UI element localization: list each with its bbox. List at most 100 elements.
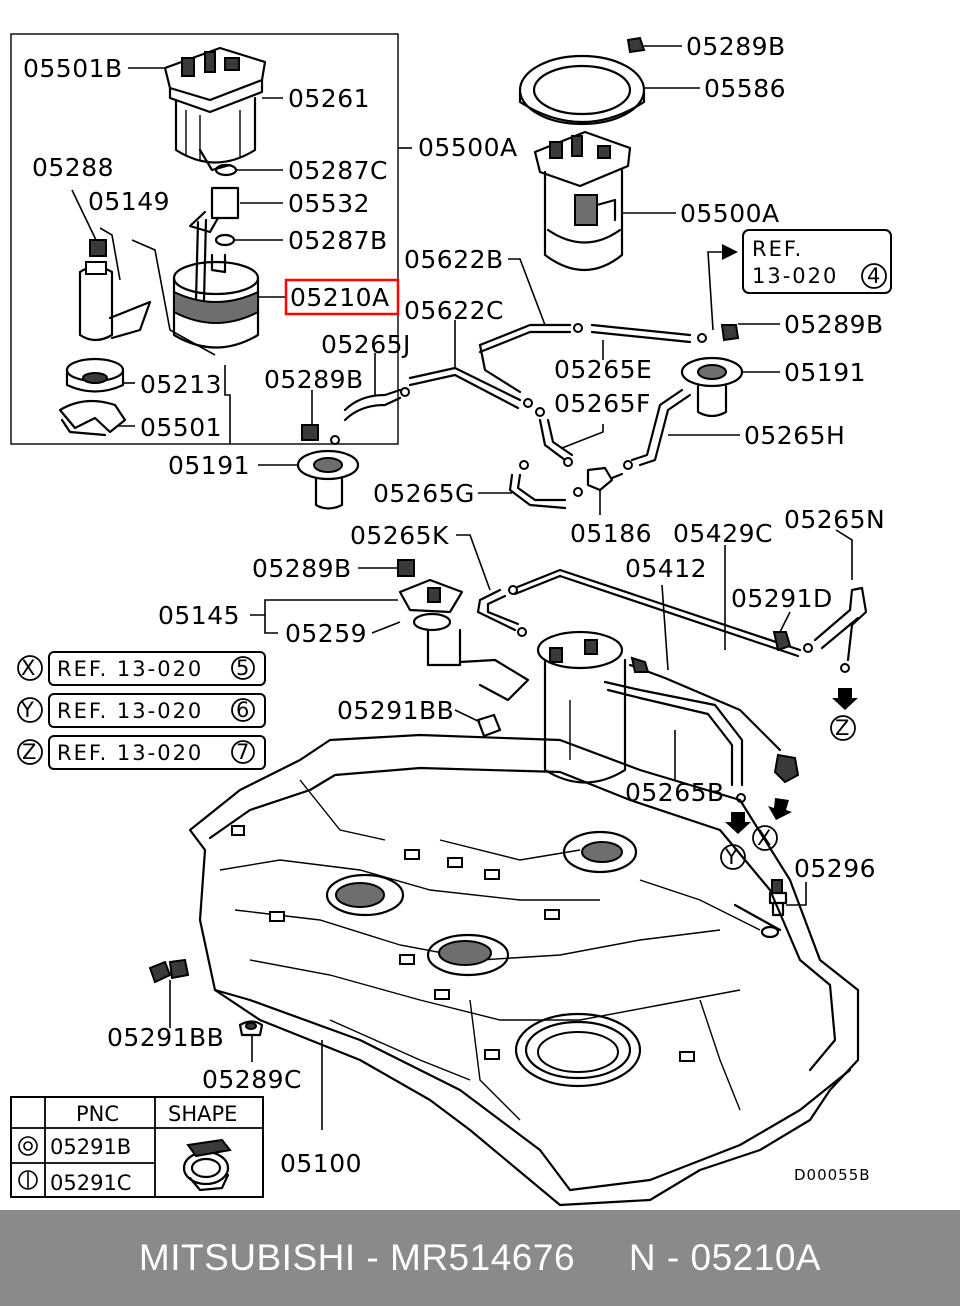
drawing-code: D00055B: [794, 1166, 871, 1184]
hose-05265j: [343, 387, 410, 422]
label-05287c: 05287C: [288, 156, 388, 185]
pnc-shape-table: PNC SHAPE 05291B 05291C: [10, 1096, 264, 1198]
label-05259: 05259: [285, 619, 367, 648]
bolt-05289b-lower: [397, 559, 415, 577]
label-05191-left: 05191: [168, 451, 250, 480]
label-05191-right: 05191: [784, 358, 866, 387]
table-pnc-05291c: 05291C: [50, 1171, 131, 1195]
table-pnc-05291b: 05291B: [50, 1135, 131, 1159]
ref-4-arrow: [707, 251, 722, 331]
sender-05145: [398, 578, 530, 702]
table-header-pnc: PNC: [76, 1102, 119, 1126]
ref-z-number: 7: [236, 740, 251, 764]
label-05288: 05288: [32, 153, 114, 182]
label-05287b: 05287B: [288, 226, 388, 255]
ref-x-text: REF. 13-020: [57, 657, 203, 681]
label-05501b: 05501B: [23, 54, 123, 83]
label-05186: 05186: [570, 519, 652, 548]
label-05412: 05412: [625, 554, 707, 583]
label-05149: 05149: [88, 187, 170, 216]
svg-text:Y: Y: [724, 845, 740, 869]
ref-x-letter: X: [21, 656, 37, 680]
label-05289b-4: 05289B: [252, 554, 352, 583]
label-05265j: 05265J: [321, 330, 411, 359]
vent-pipe-05429c: [508, 568, 802, 658]
pump-kit-box: [10, 33, 399, 445]
bolt-05289b-left: [301, 424, 319, 441]
highlight-05210a: [284, 278, 400, 316]
label-05291d: 05291D: [731, 584, 833, 613]
label-05586: 05586: [704, 74, 786, 103]
label-05291bb-2: 05291BB: [107, 1023, 224, 1052]
ref-4-line2: 13-020: [752, 264, 838, 288]
retainer-ring-05586: [518, 54, 646, 126]
label-05622b: 05622B: [404, 245, 504, 274]
label-05289b-1: 05289B: [686, 32, 786, 61]
hose-05265f: [523, 398, 574, 462]
label-05265n: 05265N: [784, 505, 885, 534]
footer-part-caption: MITSUBISHI - MR514676 N - 05210A: [138, 1237, 822, 1278]
bolt-05289b-top: [626, 36, 646, 54]
label-05213: 05213: [140, 370, 222, 399]
hose-05265b: [603, 656, 782, 803]
marker-z: Z: [830, 688, 858, 741]
valve-05186: [563, 457, 624, 492]
label-05500a-assy: 05500A: [680, 199, 780, 228]
ref-y: Y REF. 13-020 6: [17, 693, 266, 728]
pump-assembly-05500a: [533, 130, 632, 272]
fuel-pump-module-lower: [536, 630, 627, 784]
marker-x: X: [752, 798, 792, 851]
ref-box-4: REF. 13-020 4: [742, 229, 892, 294]
ref-x: X REF. 13-020 5: [17, 651, 266, 686]
bolt-05296: [768, 879, 788, 917]
pump-holder-05213: [65, 357, 125, 393]
bolt-05289b-right: [720, 324, 740, 342]
ref-4-line1: REF.: [752, 237, 803, 261]
label-05100: 05100: [280, 1149, 362, 1178]
connector-to-x: [773, 753, 800, 784]
label-05145: 05145: [158, 601, 240, 630]
label-05265g: 05265G: [373, 479, 475, 508]
clip-05291bb-lower: [148, 958, 190, 984]
sender-unit-05191-left: [296, 435, 360, 510]
label-05429c: 05429C: [673, 519, 773, 548]
ref-y-text: REF. 13-020: [57, 699, 203, 723]
hose-05265k: [476, 588, 527, 637]
clamp-shape-icon: [182, 1138, 232, 1192]
label-05261: 05261: [288, 84, 370, 113]
label-05265h: 05265H: [744, 421, 845, 450]
ref-y-number: 6: [236, 698, 251, 722]
fuel-filter-05210a: [172, 253, 260, 349]
hose-05265h: [623, 388, 692, 470]
table-header-shape: SHAPE: [168, 1102, 237, 1126]
ref-z-letter: Z: [22, 740, 38, 764]
clip-05291d: [772, 631, 792, 652]
pump-module-top: [163, 46, 267, 172]
label-05291bb-1: 05291BB: [337, 696, 454, 725]
pipe-05622c: [408, 343, 522, 410]
label-05500a-kit: 05500A: [418, 133, 518, 162]
label-05501: 05501: [140, 413, 222, 442]
connector-05532: [188, 186, 240, 302]
grommet-05289c: [238, 1020, 264, 1037]
label-05289b-2: 05289B: [784, 310, 884, 339]
fuel-tank-exploded-diagram: 05501B 05261 05288 05287C 05500A 05149 0…: [10, 32, 892, 1207]
ref-z: Z REF. 13-020 7: [17, 735, 266, 770]
ref-y-letter: Y: [20, 698, 36, 722]
label-05296: 05296: [794, 854, 876, 883]
sender-unit-05191-right: [680, 356, 744, 418]
o-ring-05287b: [214, 233, 236, 247]
ref-z-text: REF. 13-020: [57, 741, 203, 765]
label-05265e: 05265E: [554, 355, 652, 384]
pump-holder-05501: [58, 399, 127, 437]
hose-05622b: [478, 323, 707, 354]
footer-bar: MITSUBISHI - MR514676 N - 05210A: [0, 1210, 960, 1306]
o-ring-05287c: [214, 163, 238, 177]
label-05265k: 05265K: [350, 521, 449, 550]
label-05532: 05532: [288, 189, 370, 218]
clip-05291bb-upper: [476, 713, 502, 738]
label-05289c: 05289C: [202, 1065, 302, 1094]
ref-4-number: 4: [867, 264, 882, 288]
hose-05265n: [803, 586, 868, 673]
fuel-tank-05100: [188, 733, 860, 1207]
